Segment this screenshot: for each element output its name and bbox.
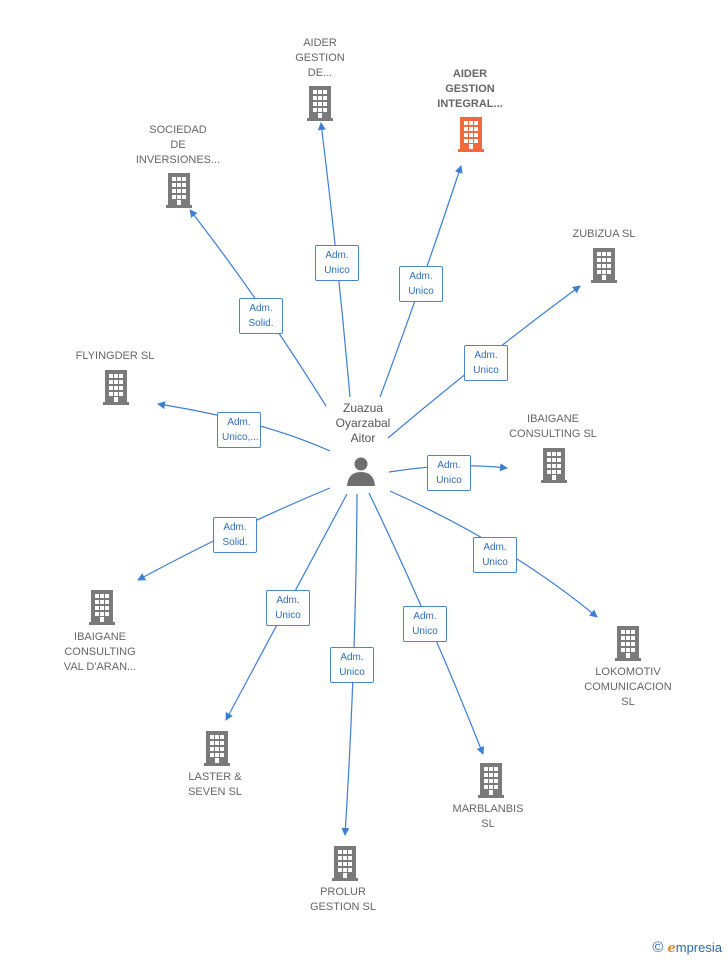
- edge-label-prolur-gestion-sl[interactable]: Adm. Unico: [330, 647, 374, 683]
- company-label-zubizua-sl[interactable]: ZUBIZUA SL: [572, 228, 636, 240]
- edge-label-ibaigane-consulting-sl[interactable]: Adm. Unico: [427, 455, 471, 491]
- edge-label-flyingder-sl[interactable]: Adm. Unico,...: [217, 412, 261, 448]
- company-label-laster-seven-sl[interactable]: LASTER & SEVEN SL: [188, 771, 242, 798]
- company-label-sociedad-de-inversiones[interactable]: SOCIEDAD DE INVERSIONES...: [135, 124, 221, 166]
- edge-label-aider-gestion-integral[interactable]: Adm. Unico: [399, 266, 443, 302]
- edge-label-aider-gestion-de[interactable]: Adm. Unico: [315, 245, 359, 281]
- edge-label-lokomotiv-comunicacion-sl[interactable]: Adm. Unico: [473, 537, 517, 573]
- copyright-symbol: ©: [652, 939, 664, 956]
- brand-initial: e: [667, 941, 676, 956]
- edge-label-zubizua-sl[interactable]: Adm. Unico: [464, 345, 508, 381]
- building-icon-flyingder-sl[interactable]: [103, 370, 129, 405]
- building-icon-aider-gestion-integral[interactable]: [458, 117, 484, 152]
- edge-label-ibaigane-consulting-val-daran[interactable]: Adm. Solid.: [213, 517, 257, 553]
- company-label-marblanbis-sl[interactable]: MARBLANBIS SL: [452, 803, 524, 830]
- edge-label-sociedad-de-inversiones[interactable]: Adm. Solid.: [239, 298, 283, 334]
- building-icon-laster-seven-sl[interactable]: [204, 731, 230, 766]
- building-icon-marblanbis-sl[interactable]: [478, 763, 504, 798]
- company-label-flyingder-sl[interactable]: FLYINGDER SL: [75, 350, 155, 362]
- building-icon-aider-gestion-de[interactable]: [307, 86, 333, 121]
- edge-label-laster-seven-sl[interactable]: Adm. Unico: [266, 590, 310, 626]
- building-icon-prolur-gestion-sl[interactable]: [332, 846, 358, 881]
- company-label-lokomotiv-comunicacion-sl[interactable]: LOKOMOTIV COMUNICACION SL: [584, 666, 672, 708]
- building-icon-sociedad-de-inversiones[interactable]: [166, 173, 192, 208]
- building-icon-zubizua-sl[interactable]: [591, 248, 617, 283]
- brand-name: mpresia: [675, 940, 722, 955]
- company-label-prolur-gestion-sl[interactable]: PROLUR GESTION SL: [309, 886, 377, 913]
- company-label-ibaigane-consulting-val-daran[interactable]: IBAIGANE CONSULTING VAL D'ARAN...: [63, 631, 137, 673]
- building-icon-ibaigane-consulting-sl[interactable]: [541, 448, 567, 483]
- company-label-aider-gestion-integral[interactable]: AIDER GESTION INTEGRAL...: [437, 68, 503, 110]
- person-icon[interactable]: [347, 457, 375, 487]
- building-icon-lokomotiv-comunicacion-sl[interactable]: [615, 626, 641, 661]
- building-icon-ibaigane-consulting-val-daran[interactable]: [89, 590, 115, 625]
- watermark: ©empresia: [652, 939, 722, 956]
- edge-label-marblanbis-sl[interactable]: Adm. Unico: [403, 606, 447, 642]
- company-label-ibaigane-consulting-sl[interactable]: IBAIGANE CONSULTING SL: [509, 413, 597, 440]
- center-person-label: Zuazua Oyarzabal Aitor: [335, 401, 391, 445]
- company-label-aider-gestion-de[interactable]: AIDER GESTION DE...: [295, 37, 345, 79]
